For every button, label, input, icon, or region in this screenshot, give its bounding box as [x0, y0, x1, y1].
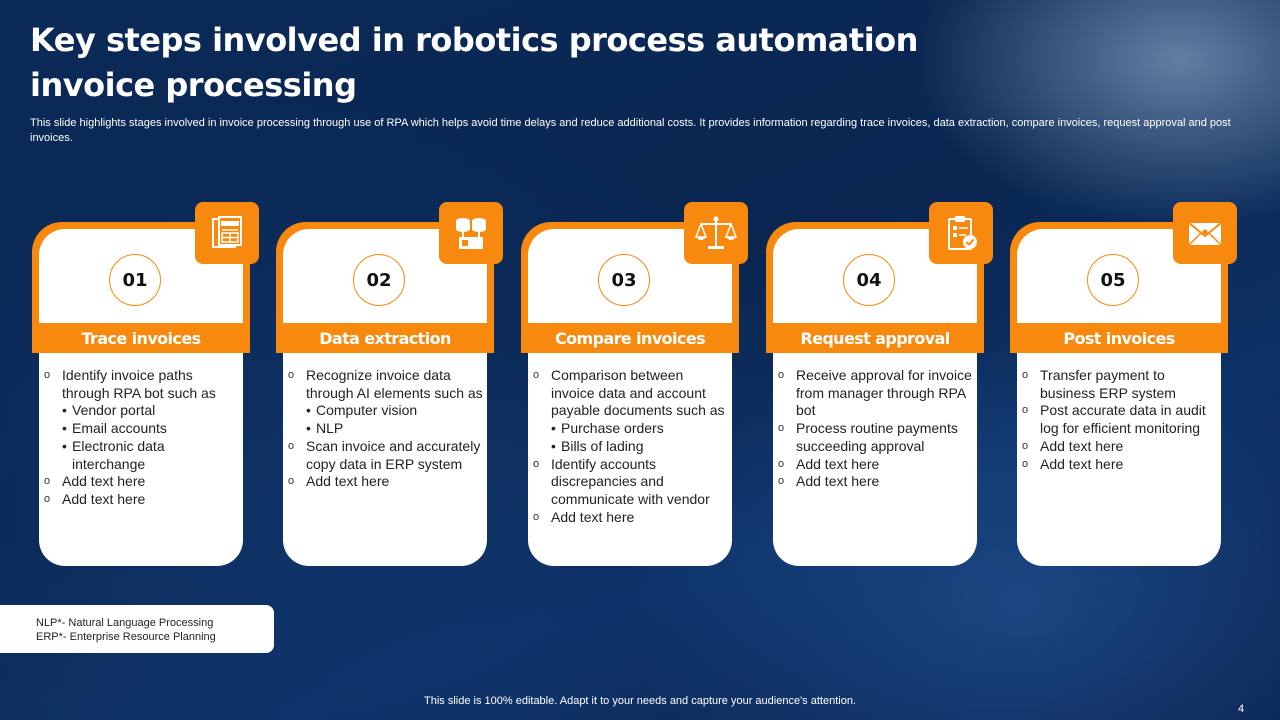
step-card-2: 02 Data extraction Recognize invoice dat… — [276, 202, 503, 574]
bullet-item: Add text here — [44, 473, 240, 491]
step-card-5: 05 Post invoices Transfer payment to bus… — [1010, 202, 1237, 574]
bullet-item: Add text here — [533, 509, 729, 527]
step-number: 05 — [1087, 254, 1139, 306]
page-number: 4 — [1238, 703, 1245, 715]
step-body: Identify invoice paths through RPA bot s… — [44, 367, 240, 509]
step-body: Comparison between invoice data and acco… — [533, 367, 729, 526]
bullet-item: Scan invoice and accurately copy data in… — [288, 438, 484, 473]
bullet-list: Receive approval for invoice from manage… — [778, 367, 974, 491]
envelope-icon — [1173, 202, 1237, 264]
step-card-3: 03 Compare invoices Comparison between i… — [521, 202, 748, 574]
sub-bullet-item: Email accounts — [44, 420, 240, 438]
bullet-item: Add text here — [288, 473, 484, 491]
step-body: Recognize invoice data through AI elemen… — [288, 367, 484, 491]
bullet-list: Identify invoice paths through RPA bot s… — [44, 367, 240, 509]
step-number: 01 — [109, 254, 161, 306]
bullet-list: Comparison between invoice data and acco… — [533, 367, 729, 526]
bullet-item: Comparison between invoice data and acco… — [533, 367, 729, 420]
scale-icon — [684, 202, 748, 264]
bullet-item: Add text here — [778, 473, 974, 491]
sub-bullet-item: NLP — [288, 420, 484, 438]
bullet-list: Recognize invoice data through AI elemen… — [288, 367, 484, 491]
step-number: 02 — [353, 254, 405, 306]
note-line-nlp: NLP*- Natural Language Processing — [36, 617, 214, 629]
bullet-item: Identify invoice paths through RPA bot s… — [44, 367, 240, 402]
sub-bullet-item: Electronic data interchange — [44, 438, 240, 473]
page-subtitle: This slide highlights stages involved in… — [30, 117, 1231, 144]
bullet-item: Receive approval for invoice from manage… — [778, 367, 974, 420]
bullet-item: Process routine payments succeeding appr… — [778, 420, 974, 455]
step-body: Transfer payment to business ERP systemP… — [1022, 367, 1218, 473]
step-number: 04 — [843, 254, 895, 306]
step-body: Receive approval for invoice from manage… — [778, 367, 974, 491]
step-card-4: 04 Request approval Receive approval for… — [766, 202, 993, 574]
bullet-list: Transfer payment to business ERP systemP… — [1022, 367, 1218, 473]
bullet-item: Add text here — [1022, 438, 1218, 456]
bullet-item: Add text here — [44, 491, 240, 509]
step-title: Post invoices — [1010, 323, 1228, 353]
step-number: 03 — [598, 254, 650, 306]
clipboard-check-icon — [929, 202, 993, 264]
step-title: Data extraction — [276, 323, 494, 353]
bullet-item: Add text here — [1022, 456, 1218, 474]
database-icon — [439, 202, 503, 264]
step-title: Trace invoices — [32, 323, 250, 353]
sub-bullet-item: Vendor portal — [44, 402, 240, 420]
bullet-item: Recognize invoice data through AI elemen… — [288, 367, 484, 402]
footer-text: This slide is 100% editable. Adapt it to… — [424, 695, 856, 707]
bullet-item: Identify accounts discrepancies and comm… — [533, 456, 729, 509]
note-line-erp: ERP*- Enterprise Resource Planning — [36, 631, 216, 643]
page-title: Key steps involved in robotics process a… — [30, 21, 918, 104]
abbreviation-note: NLP*- Natural Language Processing ERP*- … — [0, 605, 274, 653]
bullet-item: Post accurate data in audit log for effi… — [1022, 402, 1218, 437]
step-card-1: 01 Trace invoices Identify invoice paths… — [32, 202, 259, 574]
bullet-item: Add text here — [778, 456, 974, 474]
invoice-icon — [195, 202, 259, 264]
sub-bullet-item: Purchase orders — [533, 420, 729, 438]
sub-bullet-item: Bills of lading — [533, 438, 729, 456]
step-title: Request approval — [766, 323, 984, 353]
bullet-item: Transfer payment to business ERP system — [1022, 367, 1218, 402]
sub-bullet-item: Computer vision — [288, 402, 484, 420]
step-title: Compare invoices — [521, 323, 739, 353]
